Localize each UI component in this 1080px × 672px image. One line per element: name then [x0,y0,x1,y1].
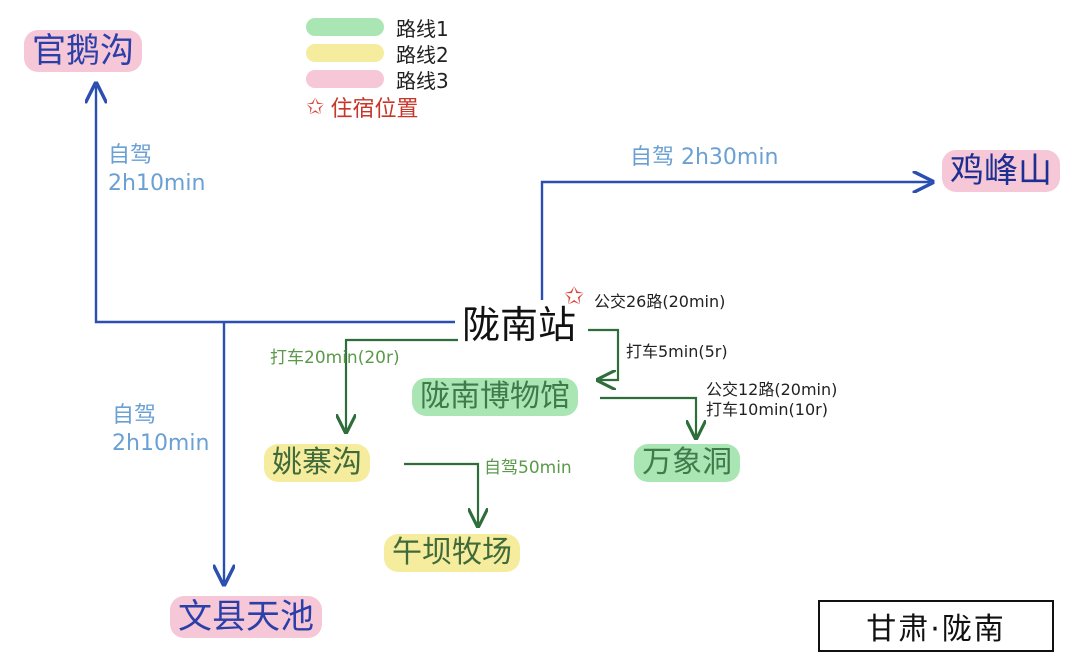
label-bus12: 公交12路(20min) 打车10min(10r) [706,380,837,420]
label-tianchi-mode: 自驾 [112,403,157,428]
legend-swatch-route1 [306,18,384,36]
node-wanxiangdong: 万象洞 [634,444,740,482]
lodging-star-icon: ✩ [564,282,585,310]
node-wanxiangdong-label: 万象洞 [642,445,732,480]
legend-swatch-route2 [306,44,384,62]
node-qianbamuchang: 午坝牧场 [384,534,520,572]
label-taxi-yaozhai: 打车20min(20r) [270,348,400,368]
label-jifengshan-drive: 自驾 2h30min [630,145,779,170]
edge-station-yaozhaigou [346,338,458,430]
edge-station-museum [588,328,620,380]
legend-item-route3: 路线3 [306,66,449,93]
legend-label-route1: 路线1 [396,16,449,41]
node-longnan-station: 陇南站 [462,306,576,344]
label-tianchi-time: 2h10min [112,430,210,456]
node-longnan-station-label: 陇南站 [462,303,577,347]
node-jifengshan-label: 鸡峰山 [950,151,1052,191]
node-yaozhaigou: 姚寨沟 [264,444,370,482]
label-bus26: 公交26路(20min) [594,292,726,311]
label-bus12-line1: 公交12路(20min) [706,380,838,399]
title-stamp: 甘肃·陇南 [818,600,1054,652]
node-tianchi-label: 文县天池 [178,597,314,637]
legend: 路线1 路线2 路线3 ✩ 住宿位置 [306,14,449,122]
edge-station-jifengshan [540,182,930,300]
node-qianbamuchang-label: 午坝牧场 [392,535,512,570]
node-museum: 陇南博物馆 [412,378,578,416]
legend-item-lodging: ✩ 住宿位置 [306,92,449,123]
label-tianchi-drive: 自驾 2h10min [112,402,209,457]
legend-label-route3: 路线3 [396,68,449,93]
label-guanezhou-mode: 自驾 [108,143,153,168]
star-icon: ✩ [306,94,325,120]
legend-item-route2: 路线2 [306,40,449,67]
node-jifengshan: 鸡峰山 [942,150,1060,192]
node-yaozhaigou-label: 姚寨沟 [272,445,362,480]
edge-yaozhaigou-qianba [404,462,478,524]
edge-station-guanezhou [96,86,455,324]
edge-museum-wanxiangdong [600,396,696,436]
legend-swatch-route3 [306,70,384,88]
legend-label-lodging: 住宿位置 [330,97,419,122]
legend-item-route1: 路线1 [306,14,449,41]
node-guanezhou: 官鹅沟 [24,30,142,72]
label-guanezhou-time: 2h10min [108,170,206,196]
node-museum-label: 陇南博物馆 [420,379,570,414]
label-taxi-museum: 打车5min(5r) [626,342,728,361]
node-tianchi: 文县天池 [170,596,322,638]
label-bus12-line2: 打车10min(10r) [706,400,828,419]
legend-label-route2: 路线2 [396,42,449,67]
label-drive50: 自驾50min [484,458,572,478]
node-guanezhou-label: 官鹅沟 [32,31,134,71]
label-guanezhou-drive: 自驾 2h10min [108,142,205,197]
title-stamp-text: 甘肃·陇南 [866,612,1006,647]
